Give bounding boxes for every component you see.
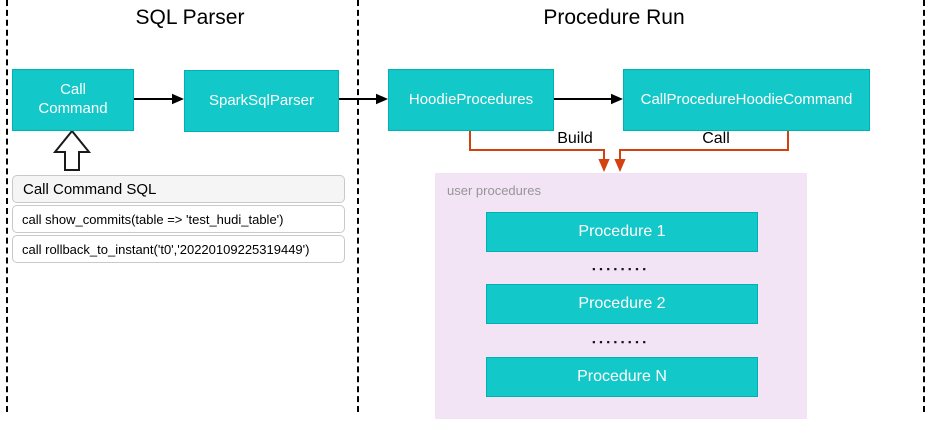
user-procedures-container: user procedures Procedure 1 ▪▪▪▪▪▪▪▪ Pro… (435, 173, 807, 419)
edge-label-call: Call (702, 130, 730, 147)
dashed-divider-left (6, 0, 8, 412)
arrowhead-right-icon (172, 93, 184, 105)
node-label: Call Command (38, 81, 108, 117)
sql-example-row: call show_commits(table => 'test_hudi_ta… (12, 205, 345, 233)
section-title-procedure-run: Procedure Run (543, 6, 685, 29)
dashed-divider-middle (357, 0, 359, 412)
sql-example-row: call rollback_to_instant('t0','202201092… (12, 235, 345, 263)
arrowhead-right-icon (611, 93, 623, 105)
ellipsis-dots: ▪▪▪▪▪▪▪▪ (592, 264, 650, 274)
sql-box-title: Call Command SQL (12, 175, 345, 203)
edge-label-build: Build (557, 130, 593, 147)
arrowhead-down-icon (614, 159, 626, 172)
procedure-item: Procedure 1 (486, 212, 758, 252)
procedure-item: Procedure 2 (486, 284, 758, 324)
dashed-divider-right (923, 0, 925, 412)
arrowhead-down-icon (598, 159, 610, 172)
arrowhead-right-icon (376, 93, 388, 105)
procedure-item: Procedure N (486, 357, 758, 397)
edge-call (619, 129, 789, 160)
edge-build (469, 129, 605, 160)
ellipsis-dots: ▪▪▪▪▪▪▪▪ (592, 337, 650, 347)
node-label: SparkSqlParser (208, 91, 315, 109)
node-sparksqlparser: SparkSqlParser (184, 70, 339, 132)
node-callprocedurehoodiecommand: CallProcedureHoodieCommand (623, 69, 870, 131)
node-hoodieprocedures: HoodieProcedures (388, 69, 554, 131)
node-call-command: Call Command (12, 69, 134, 131)
call-command-sql-box: Call Command SQL call show_commits(table… (12, 175, 345, 263)
node-label: CallProcedureHoodieCommand (640, 90, 853, 108)
user-procedures-label: user procedures (447, 183, 541, 198)
up-block-arrow-icon (52, 129, 92, 171)
section-title-sql-parser: SQL Parser (135, 6, 245, 29)
node-label: HoodieProcedures (408, 90, 534, 108)
